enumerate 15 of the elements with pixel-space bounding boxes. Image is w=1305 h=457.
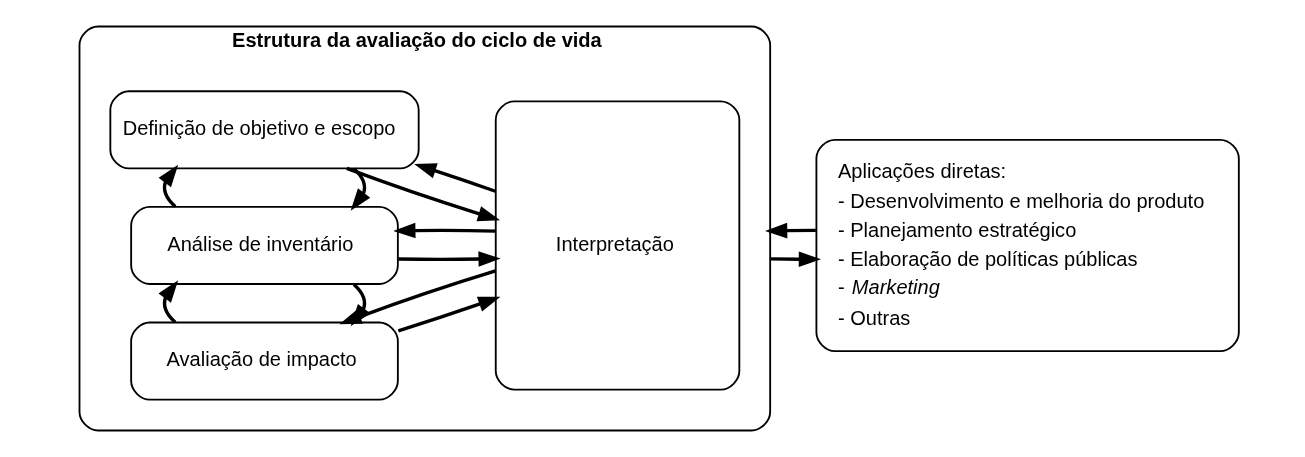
arrow [397,251,501,267]
arrow [764,222,816,239]
arrow [158,280,178,324]
node-box: Avaliação de impacto [129,321,399,401]
arrow [397,296,500,333]
arrow [345,166,500,222]
node-box: Definição de objetivo e escopo [108,90,420,170]
arrow [392,222,496,239]
node-box: Aplicações diretas: - Desenvolvimento e melhoria do produto - Planejamento estratégico - Elaboração de políticas públicas - Marketing - Outras [815,138,1240,352]
arrow [769,251,821,268]
arrow [158,164,178,208]
arrow [413,163,496,193]
arrow [350,167,370,211]
node-box: Interpretação [494,100,740,391]
node-box: Análise de inventário [129,206,399,285]
